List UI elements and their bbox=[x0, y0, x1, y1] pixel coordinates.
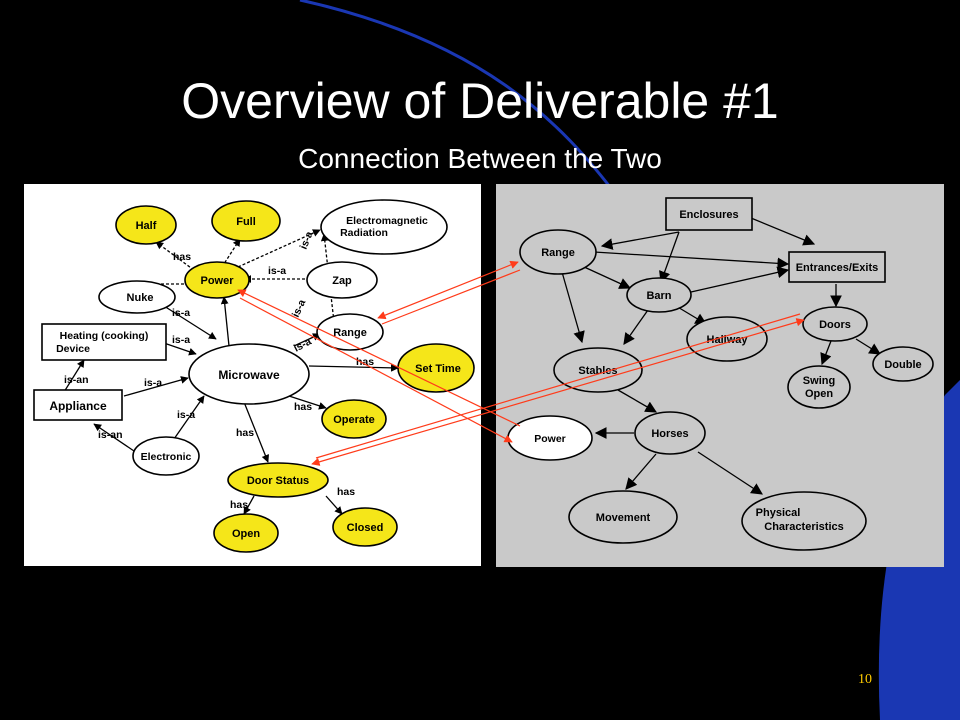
node-label-physical-2: Characteristics bbox=[764, 521, 844, 533]
edge-door-closed bbox=[325, 495, 343, 515]
node-label-electronic: Electronic bbox=[141, 451, 192, 463]
node-label-enclosures: Enclosures bbox=[679, 209, 738, 221]
slide-subtitle: Connection Between the Two bbox=[298, 143, 662, 174]
node-label-heating-2: Device bbox=[56, 343, 90, 355]
node-label-hallway: Hallway bbox=[707, 334, 749, 346]
node-half bbox=[115, 205, 177, 245]
edge-label-isan-heating: is-an bbox=[64, 374, 89, 386]
barn-concept-map: Enclosures Range Entrances/Exits Barn Do… bbox=[496, 184, 944, 567]
edge-nuke-microwave bbox=[163, 305, 217, 340]
edge-appliance-microwave bbox=[123, 376, 189, 397]
edge-label-has-half: has bbox=[173, 251, 191, 263]
node-label-barn: Barn bbox=[646, 290, 671, 302]
node-enclosures bbox=[665, 197, 753, 231]
node-label-horses: Horses bbox=[651, 428, 688, 440]
node-label-set-time: Set Time bbox=[415, 363, 461, 375]
node-entrances-exits bbox=[788, 251, 886, 283]
node-barn bbox=[626, 277, 692, 313]
edge-microwave-power bbox=[220, 296, 230, 347]
node-label-em-1: Electromagnetic bbox=[346, 215, 428, 227]
node-full bbox=[211, 200, 281, 242]
node-label-nuke: Nuke bbox=[127, 292, 154, 304]
node-label-physical-1: Physical bbox=[756, 507, 801, 519]
edge-range-barn bbox=[581, 265, 632, 289]
edge-doors-swing bbox=[820, 340, 832, 366]
node-label-zap: Zap bbox=[332, 275, 352, 287]
node-label-stables: Stables bbox=[578, 365, 617, 377]
node-label-swing-1: Swing bbox=[803, 375, 835, 387]
node-em-radiation bbox=[320, 199, 448, 255]
microwave-concept-map: Half Full Electromagnetic Radiation Powe… bbox=[24, 184, 481, 566]
node-label-appliance: Appliance bbox=[49, 399, 107, 413]
node-label-closed: Closed bbox=[347, 522, 384, 534]
edge-doors-double bbox=[855, 338, 881, 355]
edge-electronic-microwave bbox=[173, 395, 205, 440]
edge-label-has-settime: has bbox=[356, 356, 374, 368]
edge-barn-entrances bbox=[690, 266, 790, 293]
node-electronic bbox=[132, 436, 200, 476]
node-range-r bbox=[519, 229, 597, 275]
edge-label-isa-appliance: is-a bbox=[144, 377, 162, 389]
node-double bbox=[872, 346, 934, 382]
edge-label-isa-electronic: is-a bbox=[177, 409, 195, 421]
edge-label-has-closed: has bbox=[337, 486, 355, 498]
edge-label-isan-appliance: is-an bbox=[98, 429, 123, 441]
node-appliance bbox=[33, 389, 123, 421]
edge-label-has-door: has bbox=[236, 427, 254, 439]
node-label-em-2: Radiation bbox=[340, 227, 388, 239]
node-label-full: Full bbox=[236, 216, 256, 228]
page-number: 10 bbox=[858, 672, 872, 687]
node-power bbox=[184, 261, 250, 299]
edge-label-isa-zap: is-a bbox=[268, 265, 286, 277]
node-door-status bbox=[227, 462, 329, 498]
node-label-power: Power bbox=[200, 275, 234, 287]
node-closed bbox=[332, 507, 398, 547]
node-label-door-status: Door Status bbox=[247, 475, 309, 487]
edge-label-has-operate: has bbox=[294, 401, 312, 413]
node-label-movement: Movement bbox=[596, 512, 651, 524]
edge-enclosures-range bbox=[600, 231, 680, 250]
node-physical bbox=[741, 491, 867, 551]
edge-label-isa-heating: is-a bbox=[172, 334, 190, 346]
node-label-operate: Operate bbox=[333, 414, 375, 426]
edge-label-has-open: has bbox=[230, 499, 248, 511]
node-label-microwave: Microwave bbox=[218, 368, 280, 382]
node-label-heating-1: Heating (cooking) bbox=[60, 330, 149, 342]
node-label-entrances: Entrances/Exits bbox=[796, 262, 879, 274]
edge-range-entrances bbox=[593, 251, 790, 270]
node-nuke bbox=[98, 280, 176, 314]
edge-door-open bbox=[243, 495, 255, 515]
node-open bbox=[213, 513, 279, 553]
node-label-doors: Doors bbox=[819, 319, 851, 331]
node-movement bbox=[568, 490, 678, 544]
node-label-open: Open bbox=[232, 528, 260, 540]
node-heating-device bbox=[41, 323, 167, 361]
edge-electronic-appliance bbox=[93, 423, 135, 452]
node-swing-open bbox=[787, 365, 851, 409]
node-label-range: Range bbox=[333, 327, 367, 339]
edge-label-isa-nuke: is-a bbox=[172, 307, 190, 319]
node-label-half: Half bbox=[136, 220, 157, 232]
node-label-power-r: Power bbox=[534, 433, 566, 445]
decorative-arc bbox=[299, 0, 622, 201]
node-label-range-r: Range bbox=[541, 247, 575, 259]
edge-enclosures-entrances bbox=[750, 217, 816, 246]
node-label-double: Double bbox=[884, 359, 921, 371]
node-label-swing-2: Open bbox=[805, 388, 833, 400]
edge-appliance-heating bbox=[63, 359, 85, 393]
slide-title: Overview of Deliverable #1 bbox=[181, 73, 779, 129]
edge-heating-microwave bbox=[160, 341, 197, 356]
